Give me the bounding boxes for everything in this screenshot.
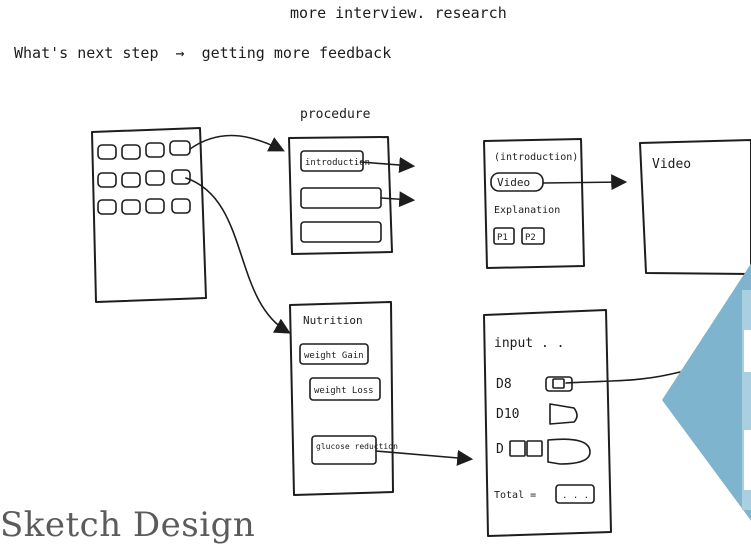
input-total-dots: . . . <box>562 491 589 501</box>
header-arrow: → <box>175 44 185 62</box>
nutrition-title: Nutrition <box>303 314 363 327</box>
procedure-item-1: introduction <box>305 158 370 168</box>
arrow-detail-to-video <box>542 174 628 191</box>
arrow-home-to-nutrition <box>185 177 291 334</box>
arrow-nutrition-to-input <box>375 449 474 466</box>
input-row-2: D10 <box>496 407 519 422</box>
arrow-home-to-procedure <box>189 134 285 152</box>
header-next-step-prefix: What's next step <box>14 44 159 62</box>
input-total: Total = <box>494 490 536 501</box>
detail-item-3: Explanation <box>494 205 560 216</box>
input-row-3: D <box>496 442 504 457</box>
label-procedure: procedure <box>300 107 371 122</box>
nutrition-item-1: weight Gain <box>304 351 364 361</box>
input-row-1: D8 <box>496 377 512 392</box>
screen-nutrition: Nutrition weight Gain weight Loss glucos… <box>289 301 398 496</box>
header-research-note: more interview. research <box>290 4 507 22</box>
detail-button-2: P2 <box>525 233 536 243</box>
arrow-procedure-item-2 <box>380 191 416 208</box>
screen-video: Video <box>639 139 751 275</box>
detail-button-1: P1 <box>497 233 508 243</box>
screen-procedure: introduction <box>288 136 393 255</box>
screen-input: input . . D8 D10 D Total = . . . <box>483 309 612 537</box>
header-next-step: What's next step → getting more feedback <box>14 44 391 62</box>
video-label: Video <box>652 157 691 172</box>
nutrition-item-3: glucose reduction <box>316 442 398 451</box>
detail-item-2: Video <box>497 176 530 189</box>
detail-item-1: (introduction) <box>494 152 578 163</box>
slide-title: Sketch Design <box>0 505 256 545</box>
header-next-step-suffix: getting more feedback <box>201 44 392 62</box>
input-title: input . . <box>494 336 564 351</box>
screen-home-grid <box>91 127 207 303</box>
blue-pointer-shape <box>662 263 751 521</box>
arrow-input-link <box>565 371 681 384</box>
arrow-procedure-item-1 <box>360 157 416 173</box>
grid-icons <box>97 140 191 215</box>
screen-detail: (introduction) Video Explanation P1 P2 <box>483 138 585 269</box>
flow-arrows <box>185 134 681 466</box>
nutrition-item-2: weight Loss <box>314 386 374 396</box>
